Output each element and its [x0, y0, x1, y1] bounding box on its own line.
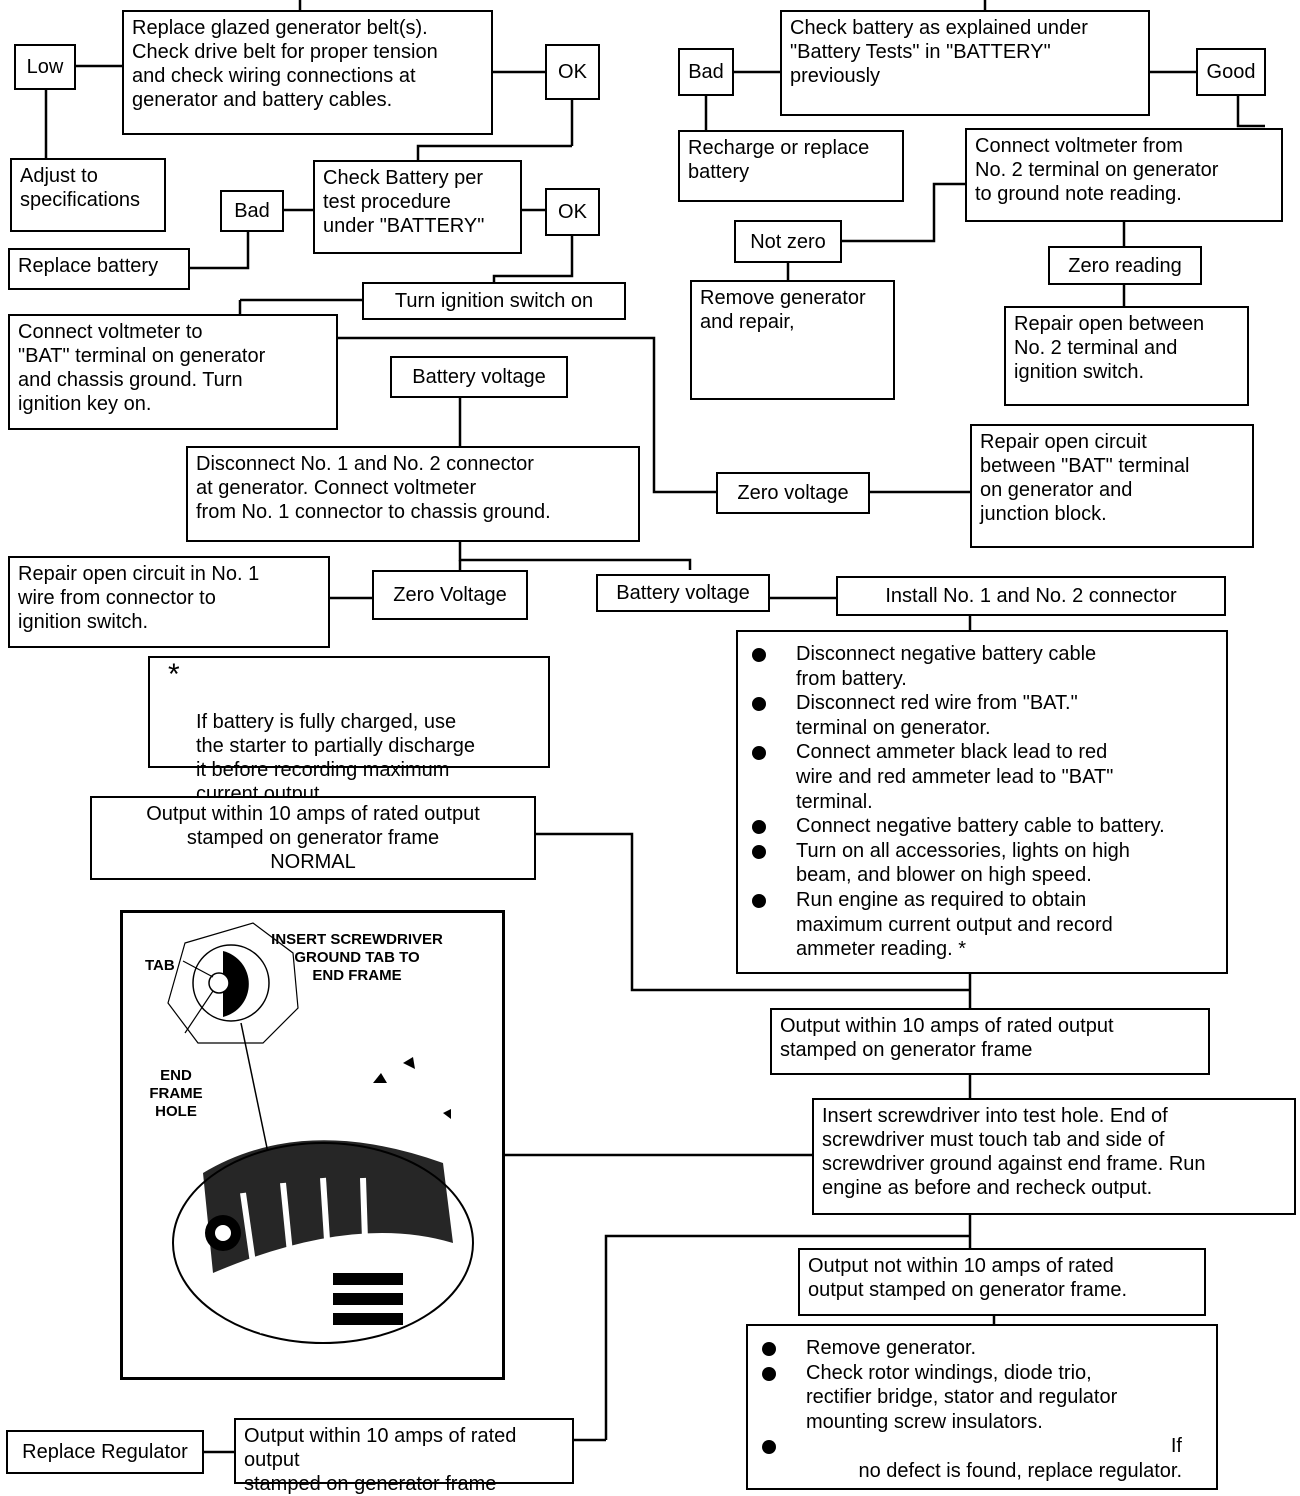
not-zero-tag: Not zero	[734, 220, 842, 263]
generator-illustration: INSERT SCREWDRIVER GROUND TAB TO END FRA…	[120, 910, 505, 1380]
replace-glazed-belt-box: Replace glazed generator belt(s). Check …	[122, 10, 493, 135]
output-within-box: Output within 10 amps of rated output st…	[770, 1008, 1210, 1075]
insert-screwdriver-box: Insert screwdriver into test hole. End o…	[812, 1098, 1296, 1215]
ok-tag-2: OK	[545, 188, 600, 236]
replace-regulator-box: Replace Regulator	[6, 1430, 204, 1474]
final-step-plain: If no defect is found, replace regulator…	[754, 1434, 1210, 1483]
output-not-within-box: Output not within 10 amps of rated outpu…	[798, 1248, 1206, 1316]
turn-ignition-on-box: Turn ignition switch on	[362, 282, 626, 320]
generator-drawing	[167, 922, 474, 1344]
ammeter-steps-box: Disconnect negative battery cable from b…	[736, 630, 1228, 974]
insert-screwdriver-label: INSERT SCREWDRIVER GROUND TAB TO END FRA…	[271, 931, 443, 984]
asterisk-icon: *	[168, 658, 180, 691]
connect-voltmeter-bat-box: Connect voltmeter to "BAT" terminal on g…	[8, 314, 338, 430]
install-connectors-box: Install No. 1 and No. 2 connector	[836, 576, 1226, 616]
ammeter-step: Run engine as required to obtain maximum…	[744, 888, 1220, 962]
check-battery-procedure-box: Check Battery per test procedure under "…	[313, 160, 522, 254]
battery-voltage-tag-2: Battery voltage	[596, 574, 770, 612]
fully-charged-note-text: If battery is fully charged, use the sta…	[196, 711, 476, 805]
fully-charged-note-box: * If battery is fully charged, use the s…	[148, 656, 550, 805]
output-normal-box: Output within 10 amps of rated output st…	[90, 796, 536, 880]
zero-voltage-tag-1: Zero voltage	[716, 472, 870, 514]
zero-reading-tag: Zero reading	[1048, 246, 1202, 285]
ammeter-steps-list: Disconnect negative battery cable from b…	[744, 642, 1220, 962]
ammeter-step: Connect ammeter black lead to red wire a…	[744, 740, 1220, 814]
end-frame-hole-label: END FRAME HOLE	[149, 1067, 203, 1120]
zero-voltage-tag-2: Zero Voltage	[372, 570, 528, 620]
ammeter-step: Disconnect red wire from "BAT." terminal…	[744, 691, 1220, 740]
bad-tag-left: Bad	[220, 190, 284, 232]
bad-tag-right: Bad	[678, 48, 734, 96]
ammeter-step: Connect negative battery cable to batter…	[744, 814, 1220, 839]
final-step: Check rotor windings, diode trio, rectif…	[754, 1361, 1210, 1435]
low-tag: Low	[14, 44, 76, 90]
output-within-regulator-box: Output within 10 amps of rated output st…	[234, 1418, 574, 1495]
connect-voltmeter-no2-box: Connect voltmeter from No. 2 terminal on…	[965, 128, 1283, 222]
ammeter-step: Disconnect negative battery cable from b…	[744, 642, 1220, 691]
repair-open-no2-box: Repair open between No. 2 terminal and i…	[1004, 306, 1249, 406]
disconnect-connectors-box: Disconnect No. 1 and No. 2 connector at …	[186, 446, 640, 542]
replace-battery-box: Replace battery	[8, 248, 190, 290]
check-battery-tests-box: Check battery as explained under "Batter…	[780, 10, 1150, 116]
final-steps-list: Remove generator. Check rotor windings, …	[754, 1336, 1210, 1484]
ok-tag-1: OK	[545, 44, 600, 100]
good-tag: Good	[1196, 48, 1266, 96]
battery-voltage-tag-1: Battery voltage	[390, 356, 568, 398]
repair-open-bat-box: Repair open circuit between "BAT" termin…	[970, 424, 1254, 548]
recharge-replace-box: Recharge or replace battery	[678, 130, 904, 202]
final-step: Remove generator.	[754, 1336, 1210, 1361]
final-steps-box: Remove generator. Check rotor windings, …	[746, 1324, 1218, 1490]
adjust-specs-box: Adjust to specifications	[10, 158, 166, 232]
remove-generator-repair-box: Remove generator and repair,	[690, 280, 895, 400]
tab-label: TAB	[145, 957, 175, 974]
repair-open-no1-box: Repair open circuit in No. 1 wire from c…	[8, 556, 330, 648]
ammeter-step: Turn on all accessories, lights on high …	[744, 839, 1220, 888]
